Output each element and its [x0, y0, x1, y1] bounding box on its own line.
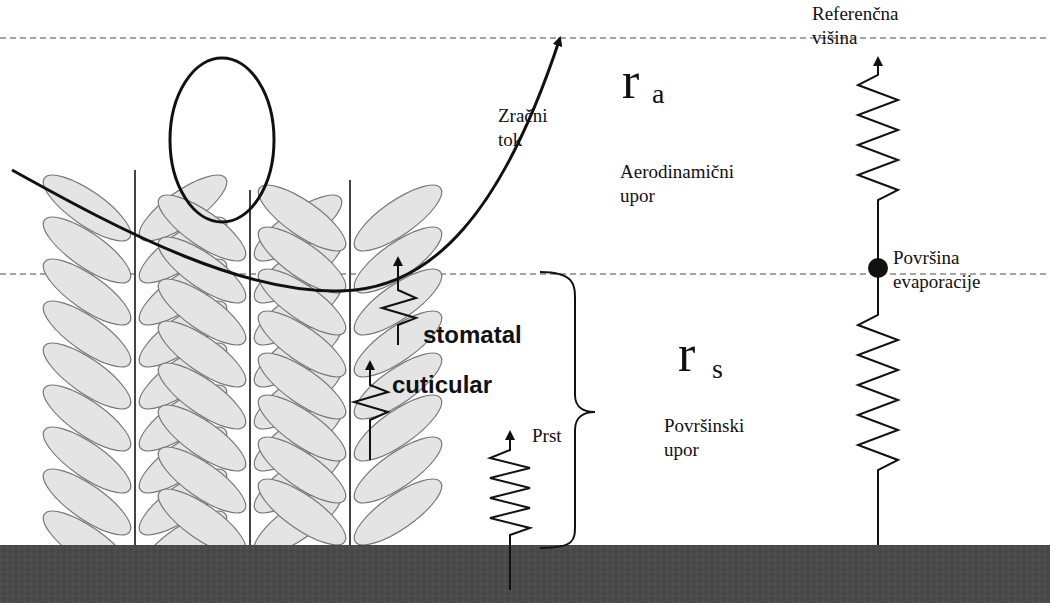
reference-line — [0, 37, 1050, 39]
stomatal-resistor — [382, 258, 416, 345]
resistor-chain — [858, 268, 898, 545]
label: r — [678, 328, 695, 380]
label: cuticular — [392, 370, 492, 400]
label: Površinski upor — [664, 414, 764, 462]
label: Površina evaporacije — [893, 246, 1043, 294]
eddy-loop — [170, 58, 274, 222]
brace — [540, 272, 595, 548]
surface-dot — [868, 258, 888, 278]
resistor-chain — [858, 58, 898, 268]
label: Aerodinamični upor — [620, 160, 740, 208]
cuticular-resistor — [354, 362, 388, 460]
plant-leaves — [35, 164, 451, 588]
label: r — [622, 55, 639, 107]
label: Prst — [532, 424, 562, 448]
label: Referenčna višina — [812, 2, 940, 50]
label: Zračni tok — [498, 104, 568, 152]
soil-resistor — [490, 432, 530, 590]
label: s — [712, 355, 723, 383]
label: a — [652, 80, 664, 108]
soil — [0, 545, 1050, 603]
label: stomatal — [423, 320, 522, 350]
airflow-curve — [12, 38, 560, 291]
